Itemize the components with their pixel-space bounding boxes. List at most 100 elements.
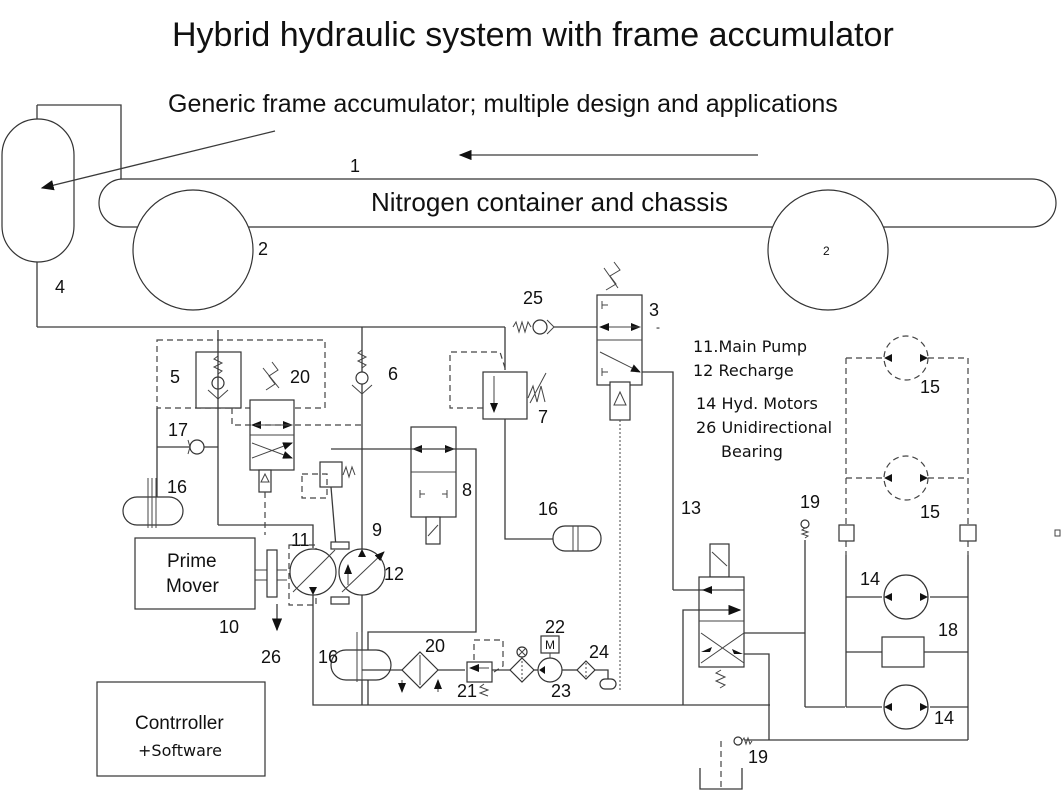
relief-7-pilot [449,351,506,409]
line-3-13 [642,371,674,590]
valve-3-mark: - [656,320,660,334]
wheel-left [132,189,254,311]
legend-item-14: 14 Hyd. Motors [696,394,818,413]
pump-11-case-drain [288,544,317,606]
check-25-spring [512,320,532,334]
check-6-spring [356,349,368,369]
accumulator-chassis-link [37,104,122,180]
wheel-right [767,189,889,311]
label-18: 18 [938,620,958,640]
suction-filter-24 [576,660,596,680]
pump-23-arrow [539,666,545,674]
valve-20-pilot-line [231,408,362,426]
motor-14-top-arrow-l [884,593,892,601]
filter-21-spring [478,683,490,697]
check-17-seat [187,439,191,455]
check-19-bottom-spring [741,736,753,746]
valve-20-pilot-triangle [260,472,270,483]
motor-15-bottom-arrow-l [884,474,892,482]
check-valve-19-bottom [733,736,743,746]
label-10: 10 [219,617,239,637]
valve-13-cross-2 [700,632,745,664]
check-valve-19-top [800,519,810,529]
pump-relief-pilot [301,473,328,499]
label-8: 8 [462,480,472,500]
pump-12-variable [341,551,385,593]
valve-13-cross-arrow-2 [732,649,743,654]
valve-13-spring [714,669,727,689]
reservoir [699,768,743,790]
motor-22-glyph: M [545,638,555,652]
filter-21 [466,661,493,683]
pump-relief-spring [342,465,356,479]
coupling-right [959,524,977,542]
motor-14-bottom-arrow-r [920,703,928,711]
component-18 [881,636,925,668]
tank-16-mid [552,525,602,552]
line-13-tank [744,653,770,740]
check-valve-17 [189,439,205,455]
coupling-left [838,524,855,542]
label-11: 11 [291,530,310,550]
label-26: 26 [261,647,281,667]
label-17: 17 [168,420,188,440]
pump-11-variable [292,549,336,593]
motor-15-bottom-arrow-r [920,474,928,482]
valve-3-pilot-triangle [613,390,627,406]
pump-11-outlet [309,587,317,595]
valve-8-blocks [419,490,448,498]
valve-13-return [682,604,742,705]
label-1: 1 [350,156,360,176]
pump-control-link [330,486,337,548]
controller-box [96,681,266,777]
tank-16-mid-bars [572,526,579,551]
label-2-right: 2 [823,244,830,258]
label-6: 6 [388,364,398,384]
label-15-bottom: 15 [920,502,940,522]
label-24: 24 [589,642,609,662]
label-19-top: 19 [800,492,820,512]
label-22: 22 [545,617,565,637]
tank-16-left-pipes [147,478,157,528]
tank-breather [599,678,617,690]
label-2-left: 2 [258,239,268,259]
label-14-top: 14 [860,569,880,589]
label-20-cooler: 20 [425,636,445,656]
filter-21-pilot [473,639,504,673]
tank-16-left [122,496,184,526]
stray-marker [1054,529,1061,537]
line-7-16 [504,419,557,540]
legend-item-12: 12 Recharge [693,361,794,380]
diagram-title: Hybrid hydraulic system with frame accum… [172,16,894,54]
diagram-subtitle: Generic frame accumulator; multiple desi… [168,90,838,118]
line-5-pump [218,524,314,548]
prime-mover [134,537,256,610]
unidirectional-bearing [266,549,278,598]
label-13: 13 [681,498,701,518]
legend-item-26-cont: Bearing [721,442,783,461]
accumulator-pointer-arrow [40,130,276,191]
label-7: 7 [538,407,548,427]
valve-13-cross-arrow-1 [701,647,712,652]
check-6-seat [351,384,373,395]
prime-mover-label-2: Mover [166,576,219,597]
pump-12-control-top [330,541,350,550]
controller-label: Contrroller [135,713,224,734]
valve-8-solenoid-mark [427,524,439,537]
legend-item-26: 26 Unidirectional [696,418,832,437]
return-line [312,595,770,706]
pump-12-outlet [358,549,366,557]
label-15-top: 15 [920,377,940,397]
legend-item-11: 11.Main Pump [693,337,807,356]
prime-mover-label-1: Prime [167,551,217,572]
label-16-left: 16 [167,477,187,497]
motor-15-top-arrow-l [884,354,892,362]
check-25-ball [532,319,548,335]
motor-14-bottom-arrow-l [884,703,892,711]
valve-13-solenoid-mark [711,551,728,567]
valve-3-diag [599,351,641,373]
label-16-bottom: 16 [318,647,338,667]
pump-12-control-bottom [330,596,350,605]
relief-7-spring [527,372,547,404]
